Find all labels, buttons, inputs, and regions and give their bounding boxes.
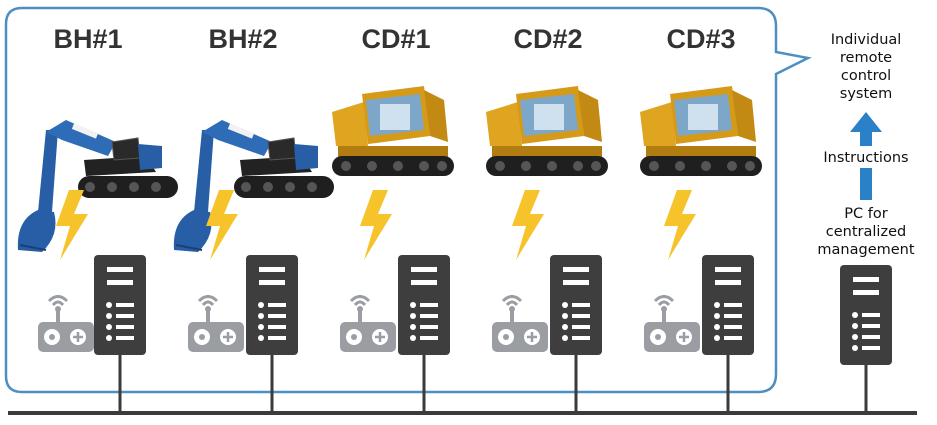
remote-controller-icon [338,295,398,354]
unit-column-bh2: BH#2 [172,24,335,413]
unit-column-cd3: CD#3 [640,24,762,413]
unit-label: BH#2 [208,24,277,54]
excavator-icon [172,119,335,253]
server-icon [94,255,146,355]
excavator-icon [16,119,180,253]
pc-label-line: centralized [826,224,906,240]
lightning-bolt-icon [56,190,88,260]
server-icon [550,255,602,355]
crawler-dump-icon [640,86,762,176]
pc-label-line: PC for [844,206,887,222]
lightning-bolt-icon [664,190,696,260]
system-label-line: control [841,68,891,84]
unit-column-bh1: BH#1 [16,24,180,413]
remote-controller-icon [490,295,550,354]
server-icon [398,255,450,355]
remote-controller-icon [36,295,96,354]
system-label-line: remote [840,50,892,66]
unit-column-cd2: CD#2 [486,24,608,413]
crawler-dump-icon [332,86,454,176]
crawler-dump-icon [486,86,608,176]
lightning-bolt-icon [206,190,238,260]
unit-label: CD#2 [513,24,582,54]
server-icon [246,255,298,355]
pc-label-line: management [817,242,914,258]
remote-controller-icon [642,295,702,354]
instructions-label: Instructions [823,150,908,166]
system-label-line: Individual [831,32,902,48]
system-label: Individual remote control system [831,32,902,102]
lightning-bolt-icon [360,190,392,260]
unit-label: CD#1 [361,24,430,54]
system-label-line: system [840,86,892,102]
central-server-icon [840,265,892,365]
unit-column-cd1: CD#1 [332,24,454,413]
remote-controller-icon [186,295,246,354]
pc-label: PC for centralized management [817,206,914,258]
callout-border [4,6,812,394]
server-icon [702,255,754,355]
unit-label: BH#1 [53,24,122,54]
unit-label: CD#3 [666,24,735,54]
lightning-bolt-icon [512,190,544,260]
